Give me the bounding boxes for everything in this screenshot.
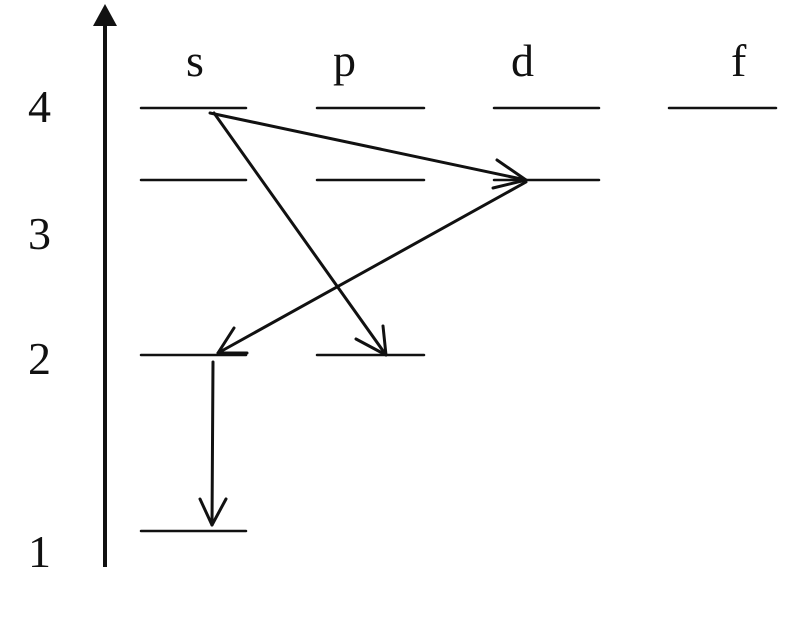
level-label-2: 2 [28,333,51,384]
transition-arrow-2s-1s [198,360,228,527]
subshell-label-f: f [731,35,747,86]
subshell-label-s: s [186,35,204,86]
subshell-label-d: d [511,35,534,86]
transition-arrow-3d-2s [216,180,528,355]
transition-arrow-4s-2p [212,111,388,357]
level-label-1: 1 [28,526,51,577]
level-label-3: 3 [28,208,51,259]
energy-axis-arrowhead [93,4,117,26]
level-label-4: 4 [28,81,51,132]
transition-arrow-4s-3d [208,111,528,190]
subshell-label-p: p [333,35,356,86]
